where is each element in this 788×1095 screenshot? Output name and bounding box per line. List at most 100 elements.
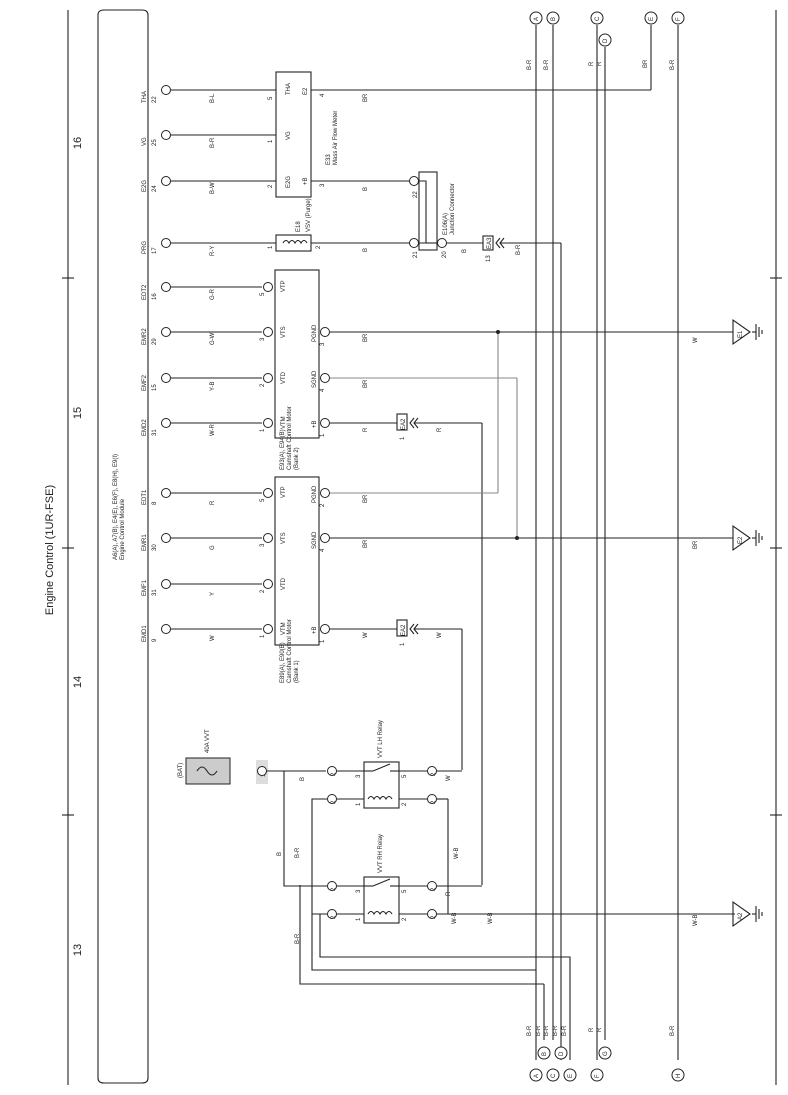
svg-text:VTM: VTM <box>281 416 287 429</box>
svg-text:1: 1 <box>320 433 326 437</box>
svg-text:B-R: B-R <box>670 1025 676 1036</box>
svg-text:(Bank 1): (Bank 1) <box>294 660 300 683</box>
ecm-pin: THA 22 <box>142 91 158 103</box>
svg-text:SGND: SGND <box>312 370 318 388</box>
ecm-pin: E2G 24 <box>142 180 158 192</box>
svg-text:W: W <box>437 632 443 638</box>
svg-text:5: 5 <box>260 498 266 502</box>
svg-text:2: 2 <box>331 772 337 776</box>
svg-text:B-L: B-L <box>210 93 216 103</box>
svg-text:B: B <box>300 777 306 781</box>
ecm-pin: PRG 17 <box>142 241 158 254</box>
svg-text:PGND: PGND <box>312 324 318 342</box>
svg-text:BR: BR <box>693 540 699 549</box>
svg-text:9: 9 <box>152 638 158 642</box>
svg-text:R: R <box>597 61 603 66</box>
svg-text:2: 2 <box>316 245 322 249</box>
svg-text:W: W <box>446 775 452 781</box>
svg-text:VTM: VTM <box>281 622 287 635</box>
svg-text:F: F <box>595 1074 601 1078</box>
svg-text:G: G <box>210 545 216 550</box>
svg-text:1: 1 <box>261 773 267 777</box>
ecm-refs: A6(A), A7(B), E4(E), E6(F), E8(H), E9(I) <box>113 454 119 560</box>
svg-text:H: H <box>676 1074 682 1078</box>
svg-text:2: 2 <box>431 800 437 804</box>
svg-text:3: 3 <box>260 543 266 547</box>
svg-text:13: 13 <box>486 255 492 262</box>
svg-text:31: 31 <box>152 589 158 596</box>
ecm-pin: EDT1 8 <box>142 489 158 505</box>
ecm-pin: EMR2 29 <box>142 328 158 345</box>
svg-text:+B: +B <box>312 626 318 634</box>
svg-text:1: 1 <box>268 139 274 143</box>
svg-text:PRG: PRG <box>142 241 148 254</box>
svg-text:1: 1 <box>400 436 406 440</box>
svg-text:E2: E2 <box>303 87 309 95</box>
svg-text:B: B <box>551 17 557 21</box>
svg-text:B-R: B-R <box>544 59 550 70</box>
page-frame <box>62 10 782 1085</box>
relay-feed-wiring: B B-R B-R W-B <box>277 771 571 1060</box>
svg-text:D: D <box>603 38 609 43</box>
svg-text:+B: +B <box>303 177 309 185</box>
maf-meter: THA 5 VG 1 E2G 2 E2 4 +B 3 E33 Mass Air … <box>268 71 651 198</box>
connector-bottom-g: G R <box>597 1027 612 1060</box>
section-16: 16 <box>72 137 84 149</box>
svg-text:R: R <box>210 500 216 505</box>
ground-bus <box>496 330 519 540</box>
svg-text:EMR1: EMR1 <box>142 534 148 551</box>
svg-text:2: 2 <box>402 917 408 921</box>
svg-text:B-W: B-W <box>210 182 216 194</box>
svg-text:PGND: PGND <box>312 485 318 503</box>
svg-text:1: 1 <box>356 917 362 921</box>
cam-motor-bank-2: VTP VTS VTD VTM 5 3 2 1 PGND SGND +B 3 4… <box>260 269 735 885</box>
svg-text:EA2: EA2 <box>401 418 407 430</box>
svg-text:G-W: G-W <box>210 332 216 345</box>
bottom-connectors: A B-R B B-R C B-R D B-R E B-R F R G R H … <box>527 1025 685 1082</box>
svg-text:B-R: B-R <box>295 933 301 944</box>
ecm-pin: EMR1 30 <box>142 534 158 551</box>
svg-text:B-R: B-R <box>553 1025 559 1036</box>
svg-text:BR: BR <box>363 93 369 102</box>
svg-text:R: R <box>363 427 369 432</box>
svg-text:B-R: B-R <box>670 59 676 70</box>
svg-text:B-R: B-R <box>562 1025 568 1036</box>
svg-text:E89(A), E90(B): E89(A), E90(B) <box>280 642 286 683</box>
svg-text:E2G: E2G <box>286 176 292 188</box>
svg-text:E1: E1 <box>738 330 744 338</box>
svg-text:B-R: B-R <box>544 1025 550 1036</box>
svg-text:2: 2 <box>260 589 266 593</box>
svg-text:R-Y: R-Y <box>210 246 216 256</box>
svg-text:4: 4 <box>320 93 326 97</box>
svg-text:20: 20 <box>442 251 448 258</box>
connector-top-d: D R <box>597 33 612 66</box>
svg-text:5: 5 <box>402 889 408 893</box>
svg-text:R: R <box>437 427 443 432</box>
svg-text:B-R: B-R <box>527 1025 533 1036</box>
svg-text:25: 25 <box>152 139 158 146</box>
svg-text:E: E <box>649 17 655 21</box>
ecm-pin: EMF2 15 <box>142 374 158 391</box>
svg-text:Camshaft Control Motor: Camshaft Control Motor <box>287 619 293 683</box>
connector-bottom-h: H B-R <box>670 1025 685 1082</box>
connector-bottom-f: F R <box>589 1027 604 1082</box>
svg-text:D: D <box>559 1051 565 1056</box>
svg-text:VTP: VTP <box>281 486 287 498</box>
svg-text:5: 5 <box>260 292 266 296</box>
svg-text:B-R: B-R <box>516 244 522 255</box>
svg-text:21: 21 <box>413 251 419 258</box>
svg-text:W: W <box>693 337 699 343</box>
svg-text:EA2: EA2 <box>401 624 407 636</box>
svg-text:22: 22 <box>152 96 158 103</box>
ecm-pin: EMD2 31 <box>142 419 158 436</box>
svg-text:30: 30 <box>152 544 158 551</box>
svg-text:A2: A2 <box>738 912 744 920</box>
svg-text:VG: VG <box>286 131 292 140</box>
connector-bottom-a: A B-R <box>527 1025 543 1082</box>
svg-text:8: 8 <box>152 501 158 505</box>
connector-bottom-b: B B-R <box>536 1025 551 1060</box>
svg-text:3: 3 <box>320 183 326 187</box>
svg-text:R: R <box>589 1027 595 1032</box>
page-title: Engine Control (1UR-FSE) <box>44 485 56 615</box>
cam-motor-bank-1: VTP VTS VTD VTM 5 3 2 1 PGND SGND +B 2 4… <box>260 476 735 770</box>
